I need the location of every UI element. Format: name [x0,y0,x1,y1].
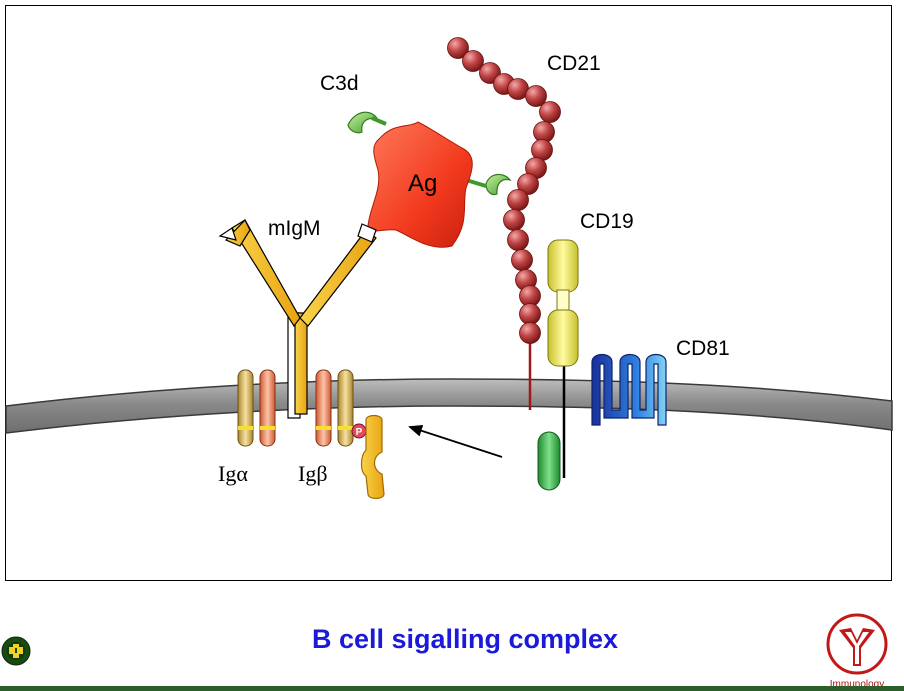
slide-title: B cell sigalling complex [311,624,619,654]
label-migm: mIgM [268,217,321,240]
label-ig-alpha: Igα [218,461,248,486]
kinase-shape [360,414,385,500]
cd21-bead [525,85,547,107]
diagram-frame [5,5,892,581]
cd21-bead [517,173,539,195]
cd21-bead [507,229,529,251]
cd21-bead-chain [447,37,561,344]
footer-rule [0,686,904,691]
migm-antibody [218,218,377,419]
label-cd19: CD19 [580,210,634,233]
cd21-bead [503,209,525,231]
cd21-bead [462,50,484,72]
cd21-bead [539,101,561,123]
label-ag: Ag [408,170,438,197]
phosphate-marker: P [351,423,367,439]
label-cd21: CD21 [547,52,601,75]
label-cd81: CD81 [676,337,730,360]
cd19-associated-kinase [537,431,561,491]
ig-beta-chains [315,369,354,447]
antigen-shape [367,121,473,248]
cd21-bead [447,37,469,59]
cd81-tetraspanin [591,353,667,426]
signal-arrow [408,425,503,458]
cd21-bead [519,322,541,344]
logo-caption: Immunology [829,679,885,690]
phospho-label: P [356,427,363,438]
label-ig-beta: Igβ [298,461,328,486]
cd19-protein [547,239,579,367]
c3d-cd21-binding [465,173,512,196]
cd21-bead [507,189,529,211]
cd21-bead [519,303,541,325]
label-c3d: C3d [320,72,359,95]
c3d-fragment [347,111,387,134]
ig-alpha-chains [237,369,276,447]
cd21-bead [511,249,533,271]
cell-membrane [5,378,893,434]
course-logo-icon [1,636,31,666]
immunology-logo: Immunology [822,612,892,690]
antibody-logo-icon [826,613,888,675]
